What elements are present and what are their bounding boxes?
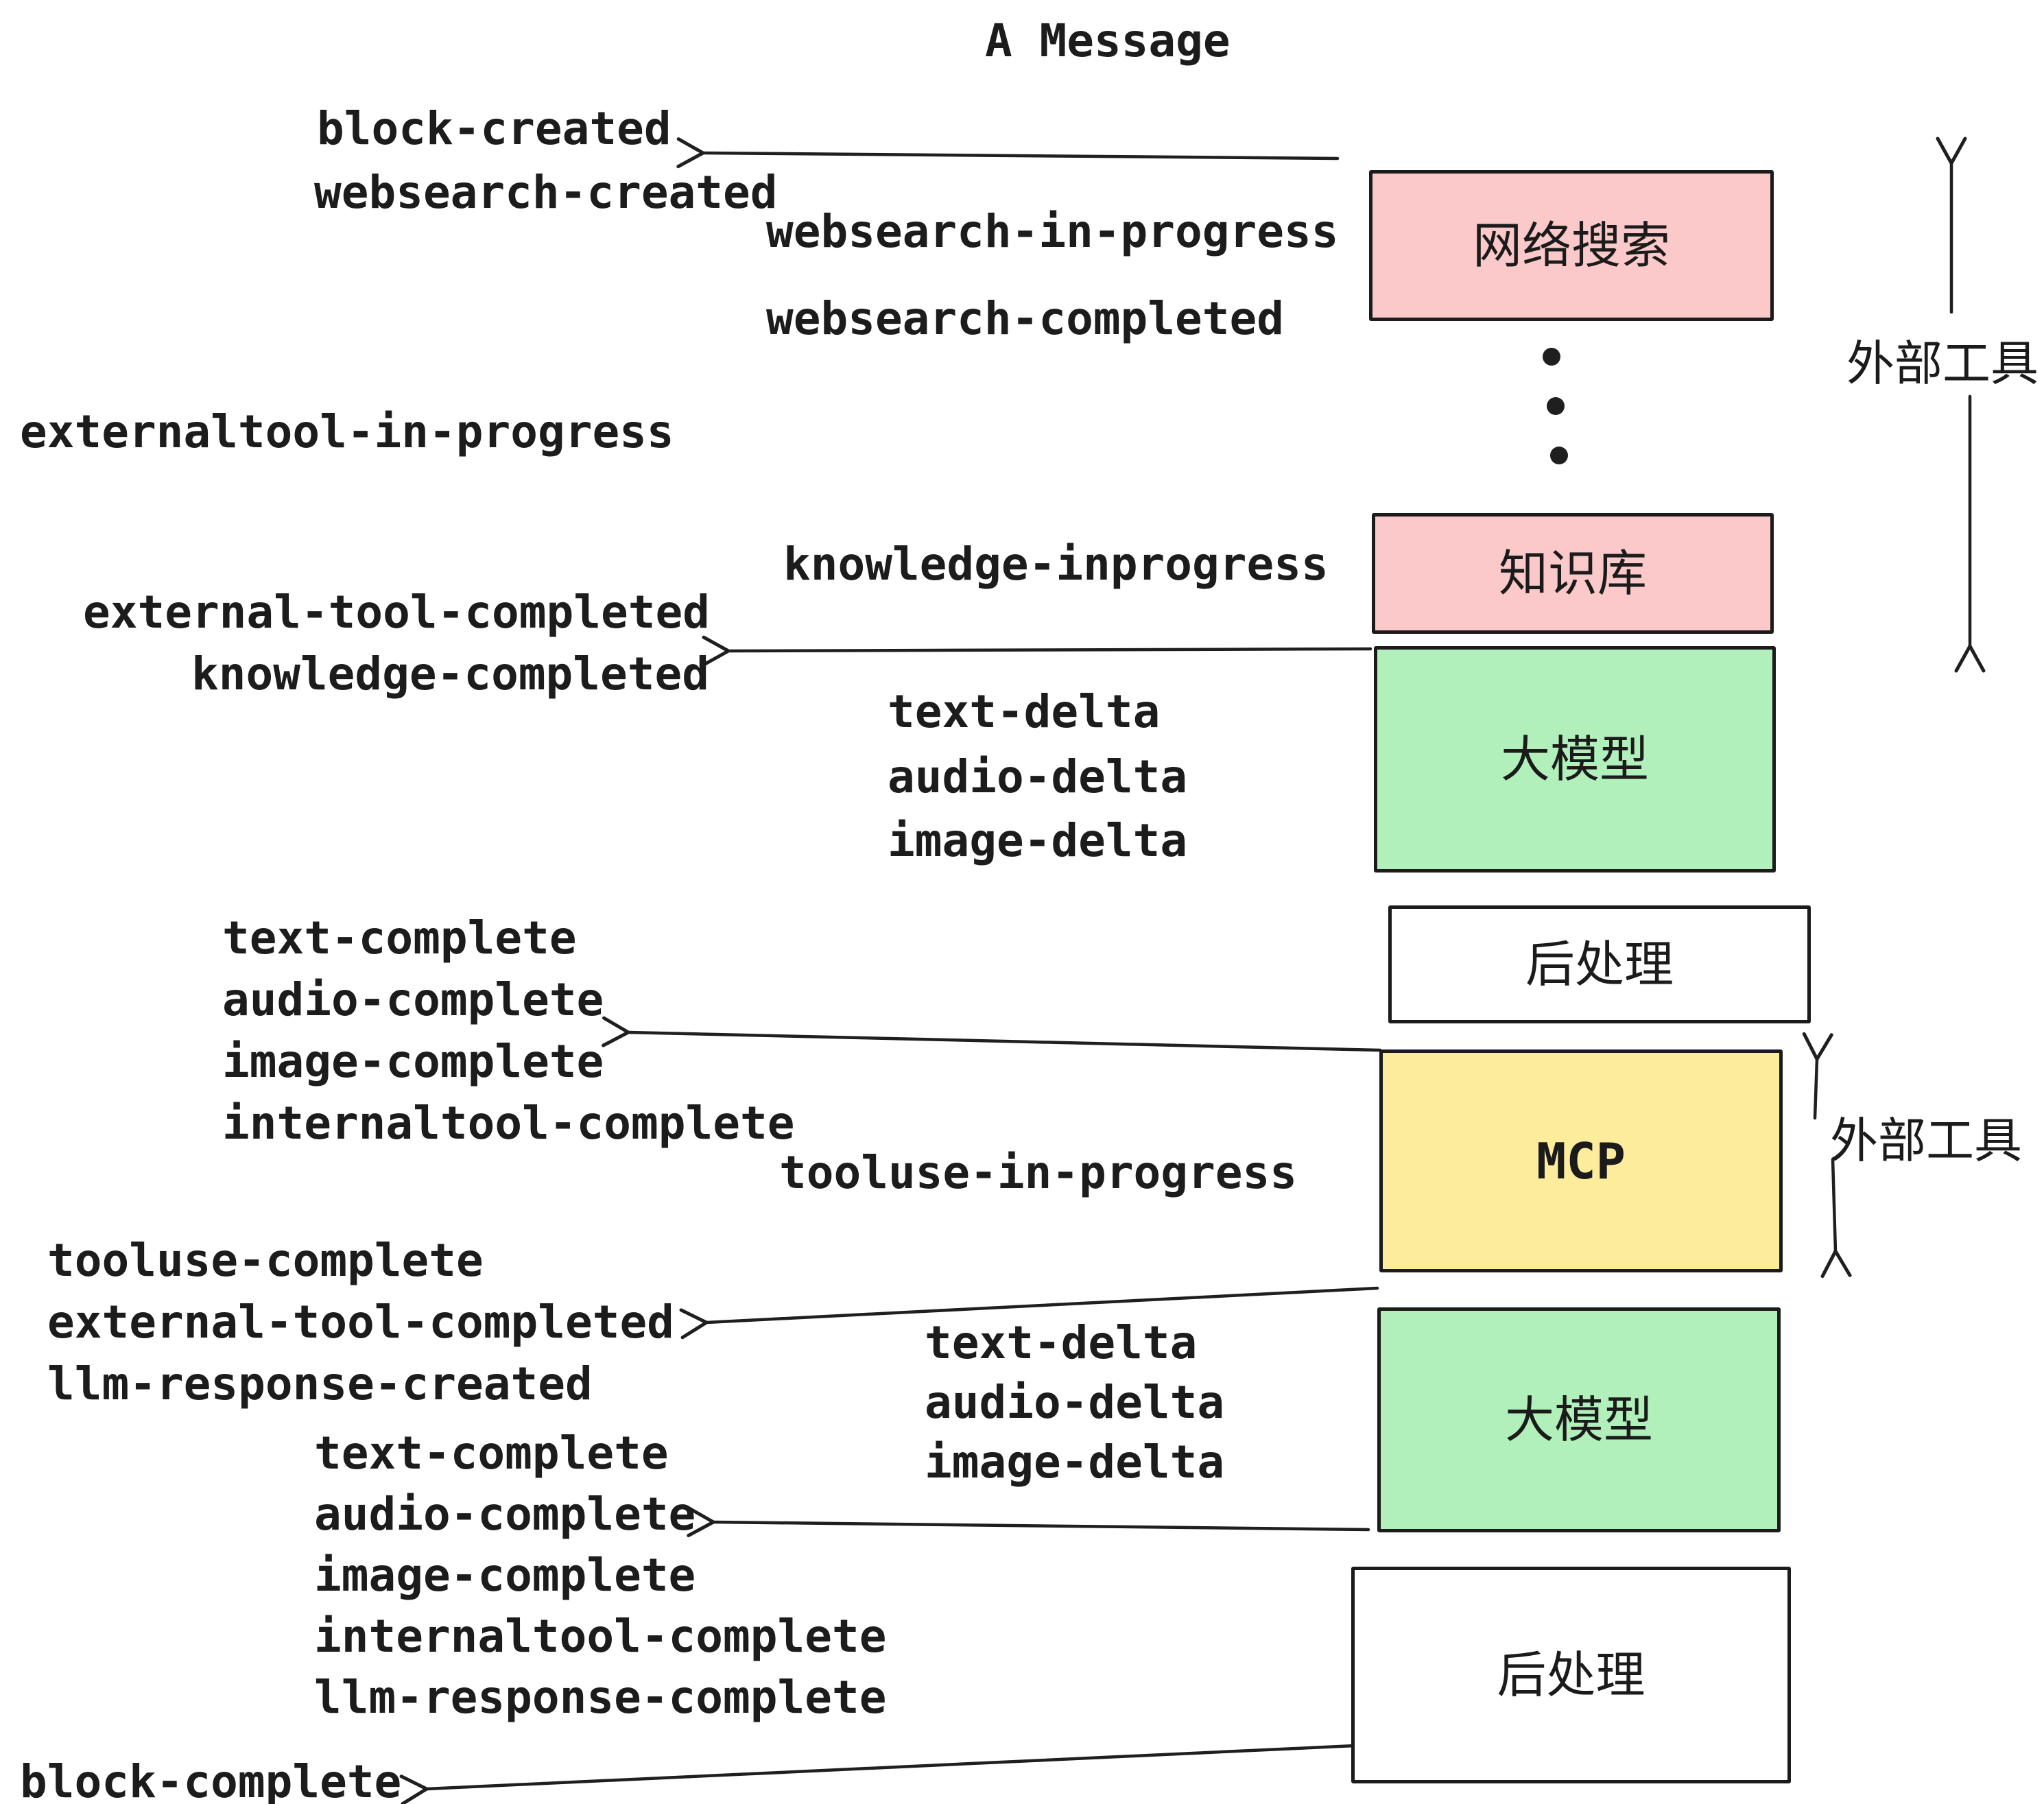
- event-label-text-complete: text-complete: [222, 912, 577, 964]
- external-tools-label-2: 外部工具: [1830, 1113, 2022, 1169]
- event-label-tooluse-in-progress: tooluse-in-progress: [779, 1146, 1297, 1199]
- event-label-knowledge-completed: knowledge-completed: [191, 648, 709, 700]
- external-tools-label-1: 外部工具: [1846, 335, 2039, 392]
- event-label-image-delta: image-delta: [888, 814, 1188, 867]
- box-knowledge-base-label: 知识库: [1498, 545, 1647, 602]
- box-web-search: 网络搜索: [1369, 170, 1774, 321]
- event-label-external-tool-completed-2: external-tool-completed: [47, 1296, 674, 1349]
- diagram-title: A Message: [985, 14, 1231, 67]
- box-postprocess-2: 后处理: [1351, 1567, 1791, 1783]
- event-label-text-complete-2: text-complete: [314, 1427, 669, 1480]
- event-label-externaltool-in-progress: externaltool-in-progress: [20, 405, 674, 458]
- box-postprocess-2-label: 后处理: [1497, 1646, 1645, 1704]
- arrow-mcp-to-external-tool-completed: [679, 1286, 1379, 1340]
- arrow-llm-to-audio-complete: [687, 1506, 1370, 1538]
- event-label-audio-delta-2: audio-delta: [925, 1376, 1225, 1429]
- event-label-internaltool-complete: internaltool-complete: [222, 1097, 795, 1150]
- arrow-postprocess-to-block-complete: [399, 1744, 1357, 1804]
- event-label-text-delta-2: text-delta: [925, 1316, 1198, 1369]
- event-label-block-complete: block-complete: [20, 1755, 402, 1804]
- box-knowledge-base: 知识库: [1372, 513, 1774, 634]
- event-label-internaltool-complete-2: internaltool-complete: [314, 1610, 887, 1663]
- box-web-search-label: 网络搜索: [1472, 217, 1670, 274]
- event-label-block-created: block-created: [317, 102, 672, 155]
- external-tools-down-arrow-2: [1820, 1157, 1852, 1279]
- ellipsis-dot: [1550, 447, 1568, 464]
- arrow-knowledge-to-knowledge-completed: [702, 635, 1372, 667]
- box-llm-1-label: 大模型: [1500, 731, 1649, 788]
- ellipsis-dot: [1543, 348, 1560, 366]
- event-label-audio-complete-2: audio-complete: [314, 1488, 696, 1541]
- event-label-text-delta: text-delta: [888, 685, 1161, 738]
- box-postprocess-1-label: 后处理: [1525, 936, 1674, 993]
- box-llm-1: 大模型: [1374, 646, 1776, 873]
- event-label-llm-response-complete: llm-response-complete: [314, 1671, 887, 1724]
- event-label-image-complete-2: image-complete: [314, 1549, 696, 1602]
- event-label-llm-response-created: llm-response-created: [47, 1357, 593, 1410]
- box-llm-2: 大模型: [1377, 1307, 1781, 1532]
- box-mcp-label: MCP: [1536, 1132, 1626, 1190]
- external-tools-up-arrow-2: [1802, 1032, 1833, 1120]
- event-label-audio-complete: audio-complete: [222, 973, 604, 1026]
- arrow-websearch-to-block-created: [676, 137, 1340, 169]
- box-llm-2-label: 大模型: [1504, 1391, 1653, 1449]
- box-mcp: MCP: [1379, 1049, 1783, 1272]
- event-label-image-delta-2: image-delta: [925, 1436, 1225, 1488]
- event-label-external-tool-completed: external-tool-completed: [83, 586, 710, 639]
- ellipsis-dot: [1547, 397, 1565, 415]
- event-label-knowledge-inprogress: knowledge-inprogress: [783, 538, 1329, 591]
- event-label-tooluse-complete: tooluse-complete: [47, 1234, 484, 1287]
- event-label-image-complete: image-complete: [222, 1035, 604, 1088]
- event-label-websearch-completed: websearch-completed: [766, 292, 1284, 345]
- event-label-websearch-in-progress: websearch-in-progress: [766, 205, 1339, 258]
- arrow-postprocess-to-image-complete: [602, 1016, 1382, 1052]
- event-label-audio-delta: audio-delta: [888, 750, 1188, 803]
- event-label-websearch-created: websearch-created: [314, 166, 778, 219]
- box-postprocess-1: 后处理: [1388, 905, 1811, 1023]
